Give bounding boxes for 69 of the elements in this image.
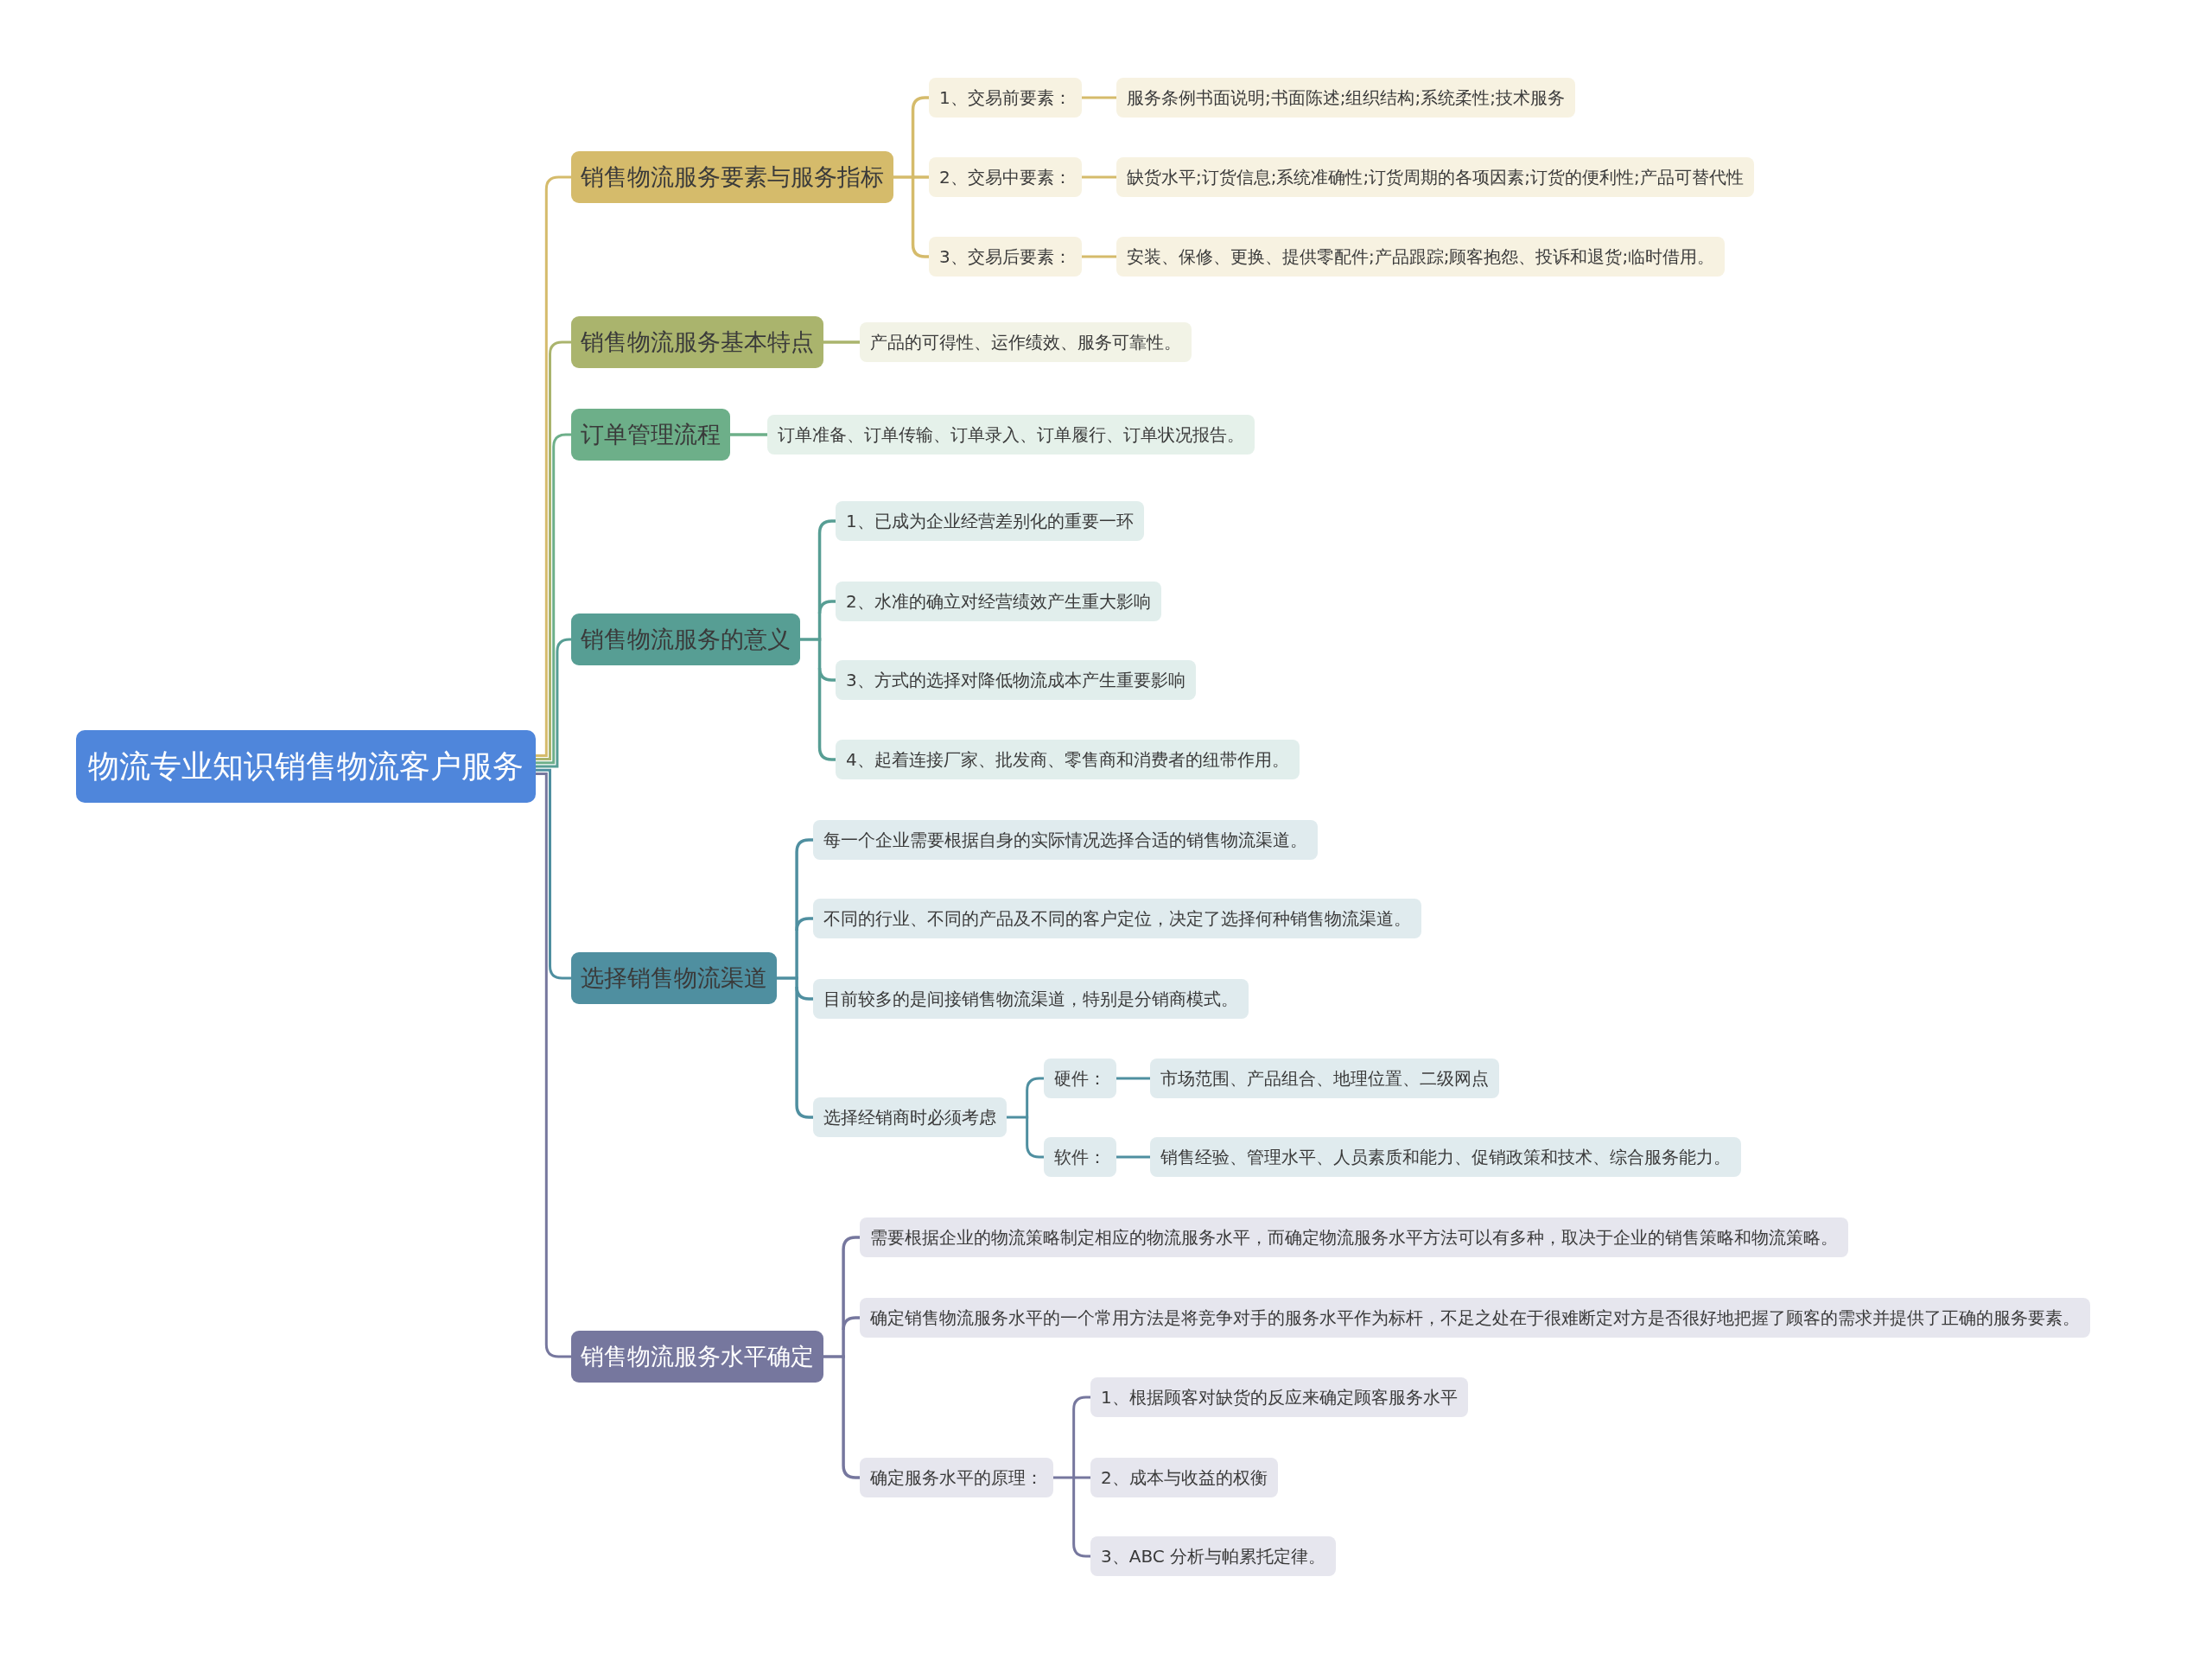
subtopic-box: 确定服务水平的原理： [860,1458,1053,1497]
subtopic-box: 2、水准的确立对经营绩效产生重大影响 [836,582,1161,621]
subtopic-box: 安装、保修、更换、提供零配件;产品跟踪;顾客抱怨、投诉和退货;临时借用。 [1116,237,1726,277]
connector-line [1116,1077,1150,1080]
connector-line [817,667,836,682]
connector-line [1081,175,1116,179]
subtopic-box: 市场范围、产品组合、地理位置、二级网点 [1150,1059,1499,1098]
connector-trunk [893,110,915,245]
subtopic-box: 产品的可得性、运作绩效、服务可靠性。 [860,322,1192,362]
connector-line [795,986,813,1001]
connector-trunk [823,1249,845,1465]
subtopic-box: 订单准备、订单传输、订单录入、订单履行、订单状况报告。 [767,415,1255,455]
connector-line [1081,255,1116,258]
connector-line [911,244,929,258]
connector-line [911,96,929,111]
connector-line [536,638,572,768]
subtopic-box: 3、方式的选择对降低物流成本产生重要影响 [836,660,1196,700]
connector-line [536,768,571,980]
subtopic-box: 服务条例书面说明;书面陈述;组织结构;系统柔性;技术服务 [1116,78,1575,118]
connector-line [795,1104,813,1119]
connector-line [842,1236,860,1250]
connector-line [1116,1155,1150,1159]
subtopic-box: 1、已成为企业经营差别化的重要一环 [836,501,1144,541]
subtopic-box: 选择经销商时必须考虑 [813,1097,1007,1137]
subtopic-box: 销售经验、管理水平、人员素质和能力、促销政策和技术、综合服务能力。 [1150,1137,1741,1177]
topic-box: 销售物流服务的意义 [571,614,800,665]
topic-box: 订单管理流程 [571,409,730,461]
connector-line [817,747,836,761]
subtopic-box: 4、起着连接厂家、批发商、零售商和消费者的纽带作用。 [836,740,1300,779]
connector-trunk [777,852,798,1105]
connector-line [1072,1396,1090,1410]
connector-line [823,340,860,344]
connector-line [1072,1543,1090,1558]
connector-line [536,433,571,765]
connector-line [1026,1077,1044,1091]
topic-box: 销售物流服务基本特点 [571,316,823,368]
connector-line [912,175,929,179]
central-topic-box: 物流专业知识销售物流客户服务 [76,730,536,803]
subtopic-box: 1、交易前要素： [929,78,1082,118]
subtopic-box: 3、交易后要素： [929,237,1082,277]
connector-line [817,600,836,614]
topic-box: 选择销售物流渠道 [571,952,777,1004]
subtopic-box: 目前较多的是间接销售物流渠道，特别是分销商模式。 [813,979,1249,1019]
subtopic-box: 不同的行业、不同的产品及不同的客户定位，决定了选择何种销售物流渠道。 [813,899,1421,938]
subtopic-box: 需要根据企业的物流策略制定相应的物流服务水平，而确定物流服务水平方法可以有多种，取决于企业的销售策略和物流策略。 [860,1217,1848,1257]
subtopic-box: 1、根据顾客对缺货的反应来确定顾客服务水平 [1090,1377,1468,1417]
connector-trunk [1007,1090,1029,1145]
subtopic-box: 2、交易中要素： [929,157,1082,197]
subtopic-box: 确定销售物流服务水平的一个常用方法是将竞争对手的服务水平作为标杆，不足之处在于很难断定对方是否很好地把握了顾客的需求并提供了正确的服务要素。 [860,1298,2090,1338]
connector-trunk [1053,1409,1076,1544]
subtopic-box: 2、成本与收益的权衡 [1090,1458,1278,1497]
subtopic-box: 缺货水平;订货信息;系统准确性;订货周期的各项因素;订货的便利性;产品可替代性 [1116,157,1754,197]
topic-box: 销售物流服务水平确定 [571,1331,823,1383]
connector-line [1081,96,1116,99]
connector-line [1026,1144,1044,1159]
connector-line [842,1465,860,1479]
subtopic-box: 硬件： [1044,1059,1116,1098]
connector-line [842,1316,860,1331]
topic-box: 销售物流服务要素与服务指标 [571,151,893,203]
connector-line [1073,1476,1090,1479]
connector-line [795,838,813,853]
connector-line [536,340,571,761]
connector-trunk [800,533,822,747]
subtopic-box: 软件： [1044,1137,1116,1177]
subtopic-box: 3、ABC 分析与帕累托定律。 [1090,1536,1337,1576]
connector-line [795,917,813,931]
subtopic-box: 每一个企业需要根据自身的实际情况选择合适的销售物流渠道。 [813,820,1318,860]
connector-line [730,433,767,436]
connector-line [817,519,836,534]
